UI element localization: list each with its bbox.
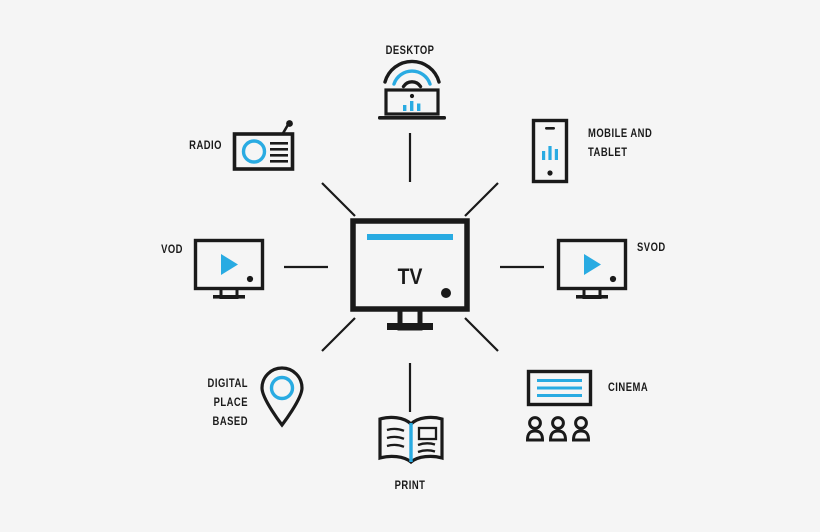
spoke-to-digital-place-based — [321, 317, 356, 352]
wifi-arc-inner — [401, 80, 423, 89]
svod-play-triangle — [584, 254, 601, 275]
vod-play-triangle — [221, 254, 238, 275]
radio-icon — [232, 120, 295, 171]
smartphone-icon — [531, 118, 569, 184]
node-desktop[interactable] — [374, 59, 450, 122]
spoke-to-mobile — [464, 182, 499, 217]
node-cinema[interactable] — [525, 369, 598, 447]
laptop-wifi-icon — [378, 59, 446, 120]
node-mobile-and-tablet[interactable] — [531, 118, 569, 184]
radio-grille-lines — [270, 142, 288, 163]
phone-home-button — [547, 170, 553, 176]
tv-indicator-dot — [441, 288, 451, 298]
spoke-to-radio — [321, 182, 356, 217]
map-pin-icon — [260, 366, 304, 428]
wifi-arc-middle — [392, 69, 432, 86]
vod-indicator-dot — [246, 275, 254, 283]
tv-blue-bar — [367, 234, 453, 240]
monitor-play-icon — [193, 238, 265, 299]
node-svod[interactable] — [556, 238, 628, 300]
node-vod[interactable] — [193, 238, 265, 300]
node-label-desktop: DESKTOP — [385, 45, 435, 57]
tv-center-label: TV — [398, 265, 423, 289]
map-pin-inner-circle — [269, 375, 295, 401]
wifi-arc-outer — [383, 59, 441, 84]
cinema-screen-audience-icon — [525, 369, 593, 442]
monitor-play-icon — [556, 238, 628, 299]
book-right-content — [417, 426, 438, 454]
book-spine — [409, 423, 413, 462]
node-tv[interactable]: TV — [350, 218, 470, 334]
laptop-camera-dot — [409, 93, 415, 99]
node-radio[interactable] — [232, 120, 298, 176]
radio-speaker-circle — [241, 139, 267, 164]
node-print[interactable] — [376, 414, 446, 466]
node-label-radio: RADIO — [189, 140, 222, 152]
node-label-cinema: CINEMA — [608, 382, 649, 394]
node-label-vod: VOD — [161, 244, 183, 256]
book-left-lines — [386, 427, 405, 448]
open-book-icon — [378, 415, 444, 465]
cinema-screen — [526, 369, 593, 407]
svod-indicator-dot — [609, 275, 617, 283]
tv-monitor-icon: TV — [350, 218, 470, 331]
laptop-bar-chart — [403, 101, 421, 111]
spoke-to-cinema — [464, 317, 499, 352]
node-label-print: PRINT — [394, 480, 426, 492]
node-label-mobile-and-tablet: MOBILE AND TABLET — [588, 128, 653, 159]
cinema-screen-lines — [537, 379, 582, 397]
node-digital-place-based[interactable] — [258, 366, 306, 428]
phone-bar-chart — [542, 146, 558, 160]
node-label-svod: SVOD — [637, 242, 666, 254]
cinema-audience — [525, 416, 591, 442]
phone-speaker-slot — [545, 127, 555, 130]
node-label-digital-place-based: DIGITAL PLACE BASED — [207, 378, 248, 428]
